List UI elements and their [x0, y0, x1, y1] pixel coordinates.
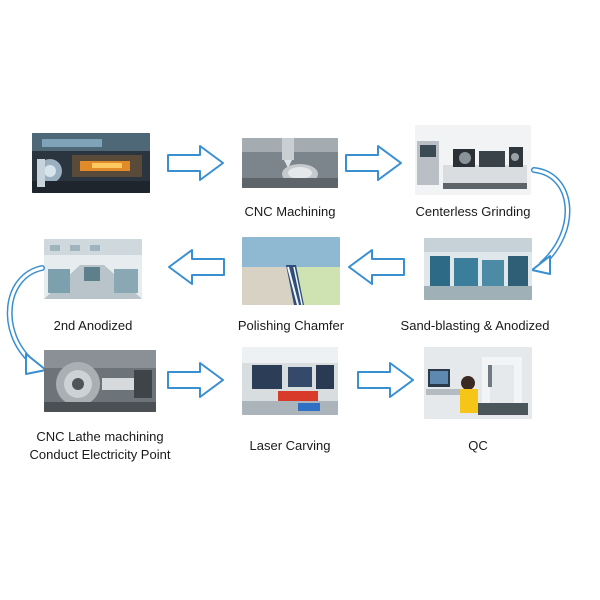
photo-cnc-lathe [44, 350, 156, 412]
step-label-laser-carving: Laser Carving [249, 438, 331, 453]
block-arrow-icon [346, 247, 406, 287]
step-label-cnc-lathe-line1: CNC Lathe machining [36, 429, 164, 444]
photo-qc-inspection [424, 347, 532, 419]
block-arrow-icon [356, 360, 416, 400]
block-arrow-icon [166, 360, 226, 400]
photo-cnc-machining [242, 138, 338, 188]
block-arrow-icon [166, 143, 226, 183]
step-label-sandblasting-anodized: Sand-blasting & Anodized [400, 318, 550, 333]
step-label-polishing-chamfer: Polishing Chamfer [237, 318, 345, 333]
photo-polishing-chamfer [242, 237, 340, 305]
block-arrow-icon [166, 247, 226, 287]
step-label-cnc-lathe-line2: Conduct Electricity Point [29, 447, 171, 462]
step-label-2nd-anodized: 2nd Anodized [53, 318, 133, 333]
photo-sandblasting-anodized [424, 238, 532, 300]
photo-laser-carving [242, 347, 338, 415]
curved-connector-arrow-icon [528, 160, 578, 280]
step-label-qc: QC [468, 438, 488, 453]
step-label-centerless-grinding: Centerless Grinding [415, 204, 531, 219]
step-label-cnc-machining: CNC Machining [244, 204, 336, 219]
curved-connector-arrow-icon [0, 262, 50, 382]
photo-centerless-grinding [415, 125, 531, 195]
photo-anodizing-line [44, 239, 142, 299]
block-arrow-icon [344, 143, 404, 183]
photo-cutting-machine [32, 133, 150, 193]
